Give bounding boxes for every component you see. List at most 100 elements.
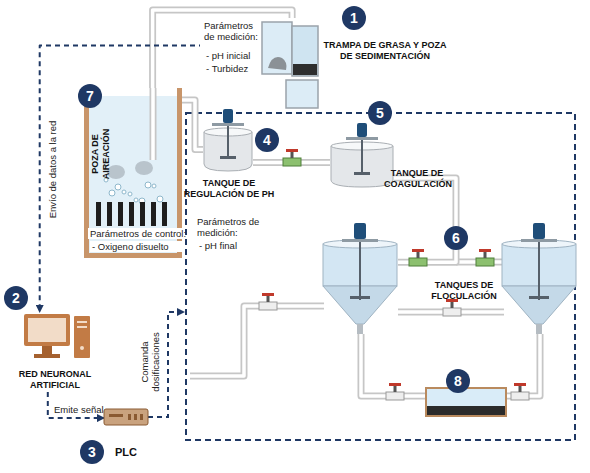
pipe-connector xyxy=(153,10,293,88)
pipe-wall xyxy=(253,159,330,166)
pipe-wall xyxy=(394,178,456,262)
drawing-part xyxy=(115,184,121,190)
node-label: TANQUE DE REGULACIÓN DE PH xyxy=(181,178,277,200)
drawing-part xyxy=(354,223,366,239)
drawing-part xyxy=(118,202,123,226)
drawing-part xyxy=(134,198,138,202)
valve xyxy=(511,383,529,400)
drawing-part xyxy=(190,306,324,376)
drawing-part xyxy=(359,240,361,300)
drawing-part xyxy=(150,88,157,160)
drawing-part xyxy=(412,249,424,252)
node-label: TANQUES DE FLOCULACIÓN xyxy=(422,280,506,302)
drawing-part xyxy=(350,296,370,299)
drawing-part xyxy=(479,249,491,252)
drawing-part xyxy=(361,138,363,174)
drawing-part xyxy=(77,326,87,328)
drawing-part xyxy=(104,409,148,425)
callout-number: 8 xyxy=(446,369,470,393)
valve xyxy=(283,149,301,166)
drawing-part xyxy=(77,321,87,323)
drawing-part xyxy=(417,251,420,258)
drawing-part xyxy=(502,334,540,396)
flocculation-tank xyxy=(322,222,398,334)
callout-number: 3 xyxy=(80,440,104,464)
drawing-part xyxy=(34,354,60,358)
drawing-part xyxy=(107,202,112,226)
drawing-part xyxy=(443,308,461,316)
drawing-part xyxy=(533,223,545,239)
drawing-part xyxy=(122,190,126,194)
trap-drawing xyxy=(258,18,320,110)
drawing-part xyxy=(80,346,84,350)
drawing-part xyxy=(262,22,292,74)
node-label: TANQUE DE COAGULACIÓN xyxy=(384,168,450,190)
valve xyxy=(476,249,494,266)
drawing-part xyxy=(96,202,101,226)
flocculation-tank xyxy=(502,223,576,334)
node-label: RED NEURONAL ARTIFICIAL xyxy=(10,369,100,391)
plc-unit: PLC xyxy=(104,406,148,428)
drawing-part xyxy=(427,406,505,415)
drawing-part xyxy=(484,251,487,258)
drawing-part xyxy=(220,156,236,159)
drawing-part xyxy=(212,123,244,126)
computer-icon xyxy=(10,312,100,368)
drawing-part xyxy=(283,158,301,166)
drawing-part xyxy=(451,301,454,308)
drawing-part xyxy=(268,57,287,70)
callout-number: 4 xyxy=(255,128,279,152)
drawing-part xyxy=(286,80,318,108)
parameter-text: Parámetros de control: xyxy=(88,228,184,239)
drawing-part xyxy=(84,253,182,258)
drawing-part xyxy=(538,240,540,300)
drawing-part xyxy=(227,124,229,158)
pipe-core xyxy=(394,178,456,262)
callout-number: 1 xyxy=(342,6,366,30)
drawing-part xyxy=(409,258,427,266)
parameter-text: - pH final xyxy=(199,240,269,251)
drawing-part xyxy=(128,192,132,196)
drawing-part xyxy=(140,202,145,226)
drawing-part xyxy=(389,383,401,386)
parameter-text: Parámetros de medición: xyxy=(197,216,269,238)
parameter-text: - pH inicial xyxy=(206,50,276,61)
node-label: POZA DE AIREACIÓN xyxy=(90,119,112,189)
drawing-part xyxy=(135,161,153,175)
drawing-part xyxy=(128,414,131,420)
node-label: PLC xyxy=(108,446,144,459)
drawing-part xyxy=(456,259,503,266)
drawing-part xyxy=(151,88,155,160)
sludge-bed xyxy=(426,388,506,416)
plc-icon xyxy=(104,406,148,428)
callout-number: 5 xyxy=(368,101,392,125)
drawing-part xyxy=(521,239,557,242)
drawing-part xyxy=(109,190,115,196)
drawing-part xyxy=(42,346,52,354)
drawing-part xyxy=(24,314,70,346)
pipe-wall xyxy=(153,10,293,88)
edge-label: Envío de datos a la red xyxy=(47,105,58,235)
drawing-part xyxy=(291,151,294,158)
pipe-connector xyxy=(182,100,203,150)
drawing-part xyxy=(267,295,270,302)
node-label: TRAMPA DE GRASA Y POZA DE SEDIMENTACIÓN xyxy=(320,40,450,62)
drawing-part xyxy=(502,334,540,396)
drawing-part xyxy=(223,109,233,123)
drawing-part xyxy=(140,414,143,420)
parameter-text: Parámetros de medición: xyxy=(204,20,266,42)
coagulation-tank-drawing xyxy=(330,122,394,188)
callout-number: 7 xyxy=(78,84,102,108)
grease-trap: TRAMPA DE GRASA Y POZA DE SEDIMENTACIÓN xyxy=(258,18,320,110)
drawing-part xyxy=(476,258,494,266)
edge-label: Emite señal xyxy=(54,404,114,415)
signal-label: Comanda dosificaciones xyxy=(139,324,161,400)
callout-number: 2 xyxy=(4,286,28,310)
drawing-part xyxy=(129,202,134,226)
drawing-part xyxy=(162,202,167,226)
drawing-part xyxy=(134,414,137,420)
drawing-part xyxy=(361,334,430,396)
parameter-text: - Oxigeno disuelto xyxy=(90,241,182,252)
drawing-part xyxy=(357,123,367,137)
